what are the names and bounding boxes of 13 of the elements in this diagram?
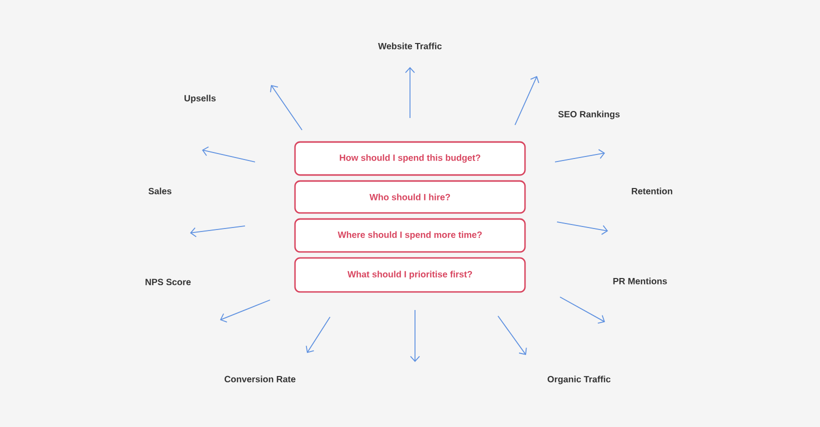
question-box: How should I spend this budget? — [294, 141, 526, 176]
question-box: Who should I hire? — [294, 180, 526, 214]
metric-label: NPS Score — [146, 278, 191, 286]
metric-label: Conversion Rate — [224, 376, 296, 382]
question-box: What should I prioritise first? — [294, 257, 526, 293]
metric-label: Retention — [632, 188, 672, 194]
metric-label: Sales — [148, 188, 172, 194]
question-box: Where should I spend more time? — [294, 218, 526, 253]
metric-label: SEO Rankings — [558, 110, 620, 120]
metric-label: PR Mentions — [613, 278, 667, 284]
metric-label: Upsells — [184, 94, 216, 104]
metric-label: Organic Traffic — [548, 376, 610, 384]
metric-label: Website Traffic — [378, 42, 442, 50]
